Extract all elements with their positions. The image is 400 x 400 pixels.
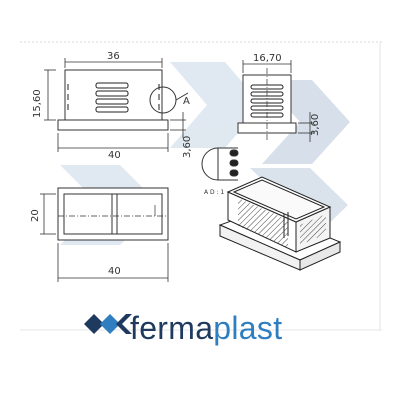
detail-a-caption: A D : 1 — [204, 189, 224, 196]
dim-plan-width: 40 — [108, 266, 121, 277]
brand-text: fermaplast — [130, 310, 282, 346]
front-vent-slots — [95, 82, 129, 113]
brand-wordmark: fermaplast — [78, 308, 338, 352]
front-lip — [57, 119, 169, 131]
plan-view — [57, 187, 169, 241]
detail-a-leader — [175, 92, 189, 101]
detail-a-letter: A — [183, 96, 190, 107]
dim-front-width: 40 — [108, 150, 121, 161]
front-view — [57, 69, 189, 131]
dim-left-height: 15,60 — [32, 89, 43, 118]
brand-part-plast: plast — [213, 310, 283, 346]
dim-top-width: 36 — [107, 51, 120, 62]
plan-outer — [57, 187, 169, 241]
side-view — [237, 68, 297, 140]
brand-part-ferma: ferma — [130, 310, 214, 346]
plan-dimension-lines — [40, 193, 169, 282]
dim-front-lip: 3,60 — [182, 136, 193, 158]
plan-inner — [63, 193, 163, 235]
dim-side-lip: 3,60 — [310, 114, 321, 136]
dim-side-width: 16,70 — [253, 53, 282, 64]
side-dimension-lines — [242, 60, 314, 142]
isometric-view — [218, 176, 342, 271]
front-dimension-lines — [44, 58, 186, 152]
front-side-ribs — [67, 84, 160, 110]
detail-a-view — [201, 147, 239, 181]
dim-plan-height: 20 — [30, 209, 41, 222]
fermaplast-logo-mark — [84, 314, 132, 334]
